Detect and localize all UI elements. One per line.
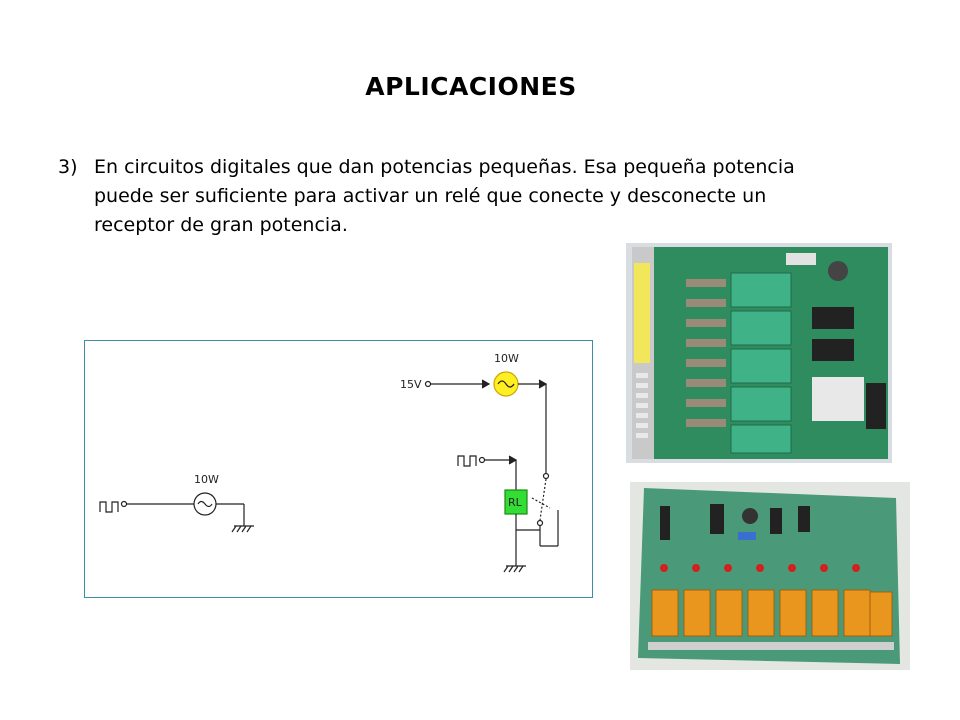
left-pulse-icon [99, 501, 119, 513]
item-number: 3) [58, 156, 78, 178]
relay-board-photo-top [626, 243, 892, 463]
relay-board-photo-bottom [630, 482, 910, 670]
slide-title: APLICACIONES [365, 72, 577, 101]
item-text: En circuitos digitales que dan potencias… [94, 156, 795, 236]
right-lamp-label: 10W [494, 352, 519, 365]
circuit-frame [84, 340, 593, 598]
left-ground-icon [231, 525, 254, 533]
right-ground-icon [503, 565, 526, 573]
voltage-label: 15V [400, 378, 422, 391]
bullet-item: 3) En circuitos digitales que dan potenc… [58, 153, 848, 240]
relay-label: RL [508, 496, 523, 509]
relay-circuit-diagram: 10W 10W 15V RL [84, 340, 593, 598]
left-lamp-label: 10W [194, 473, 219, 486]
right-pulse-icon [457, 455, 477, 467]
